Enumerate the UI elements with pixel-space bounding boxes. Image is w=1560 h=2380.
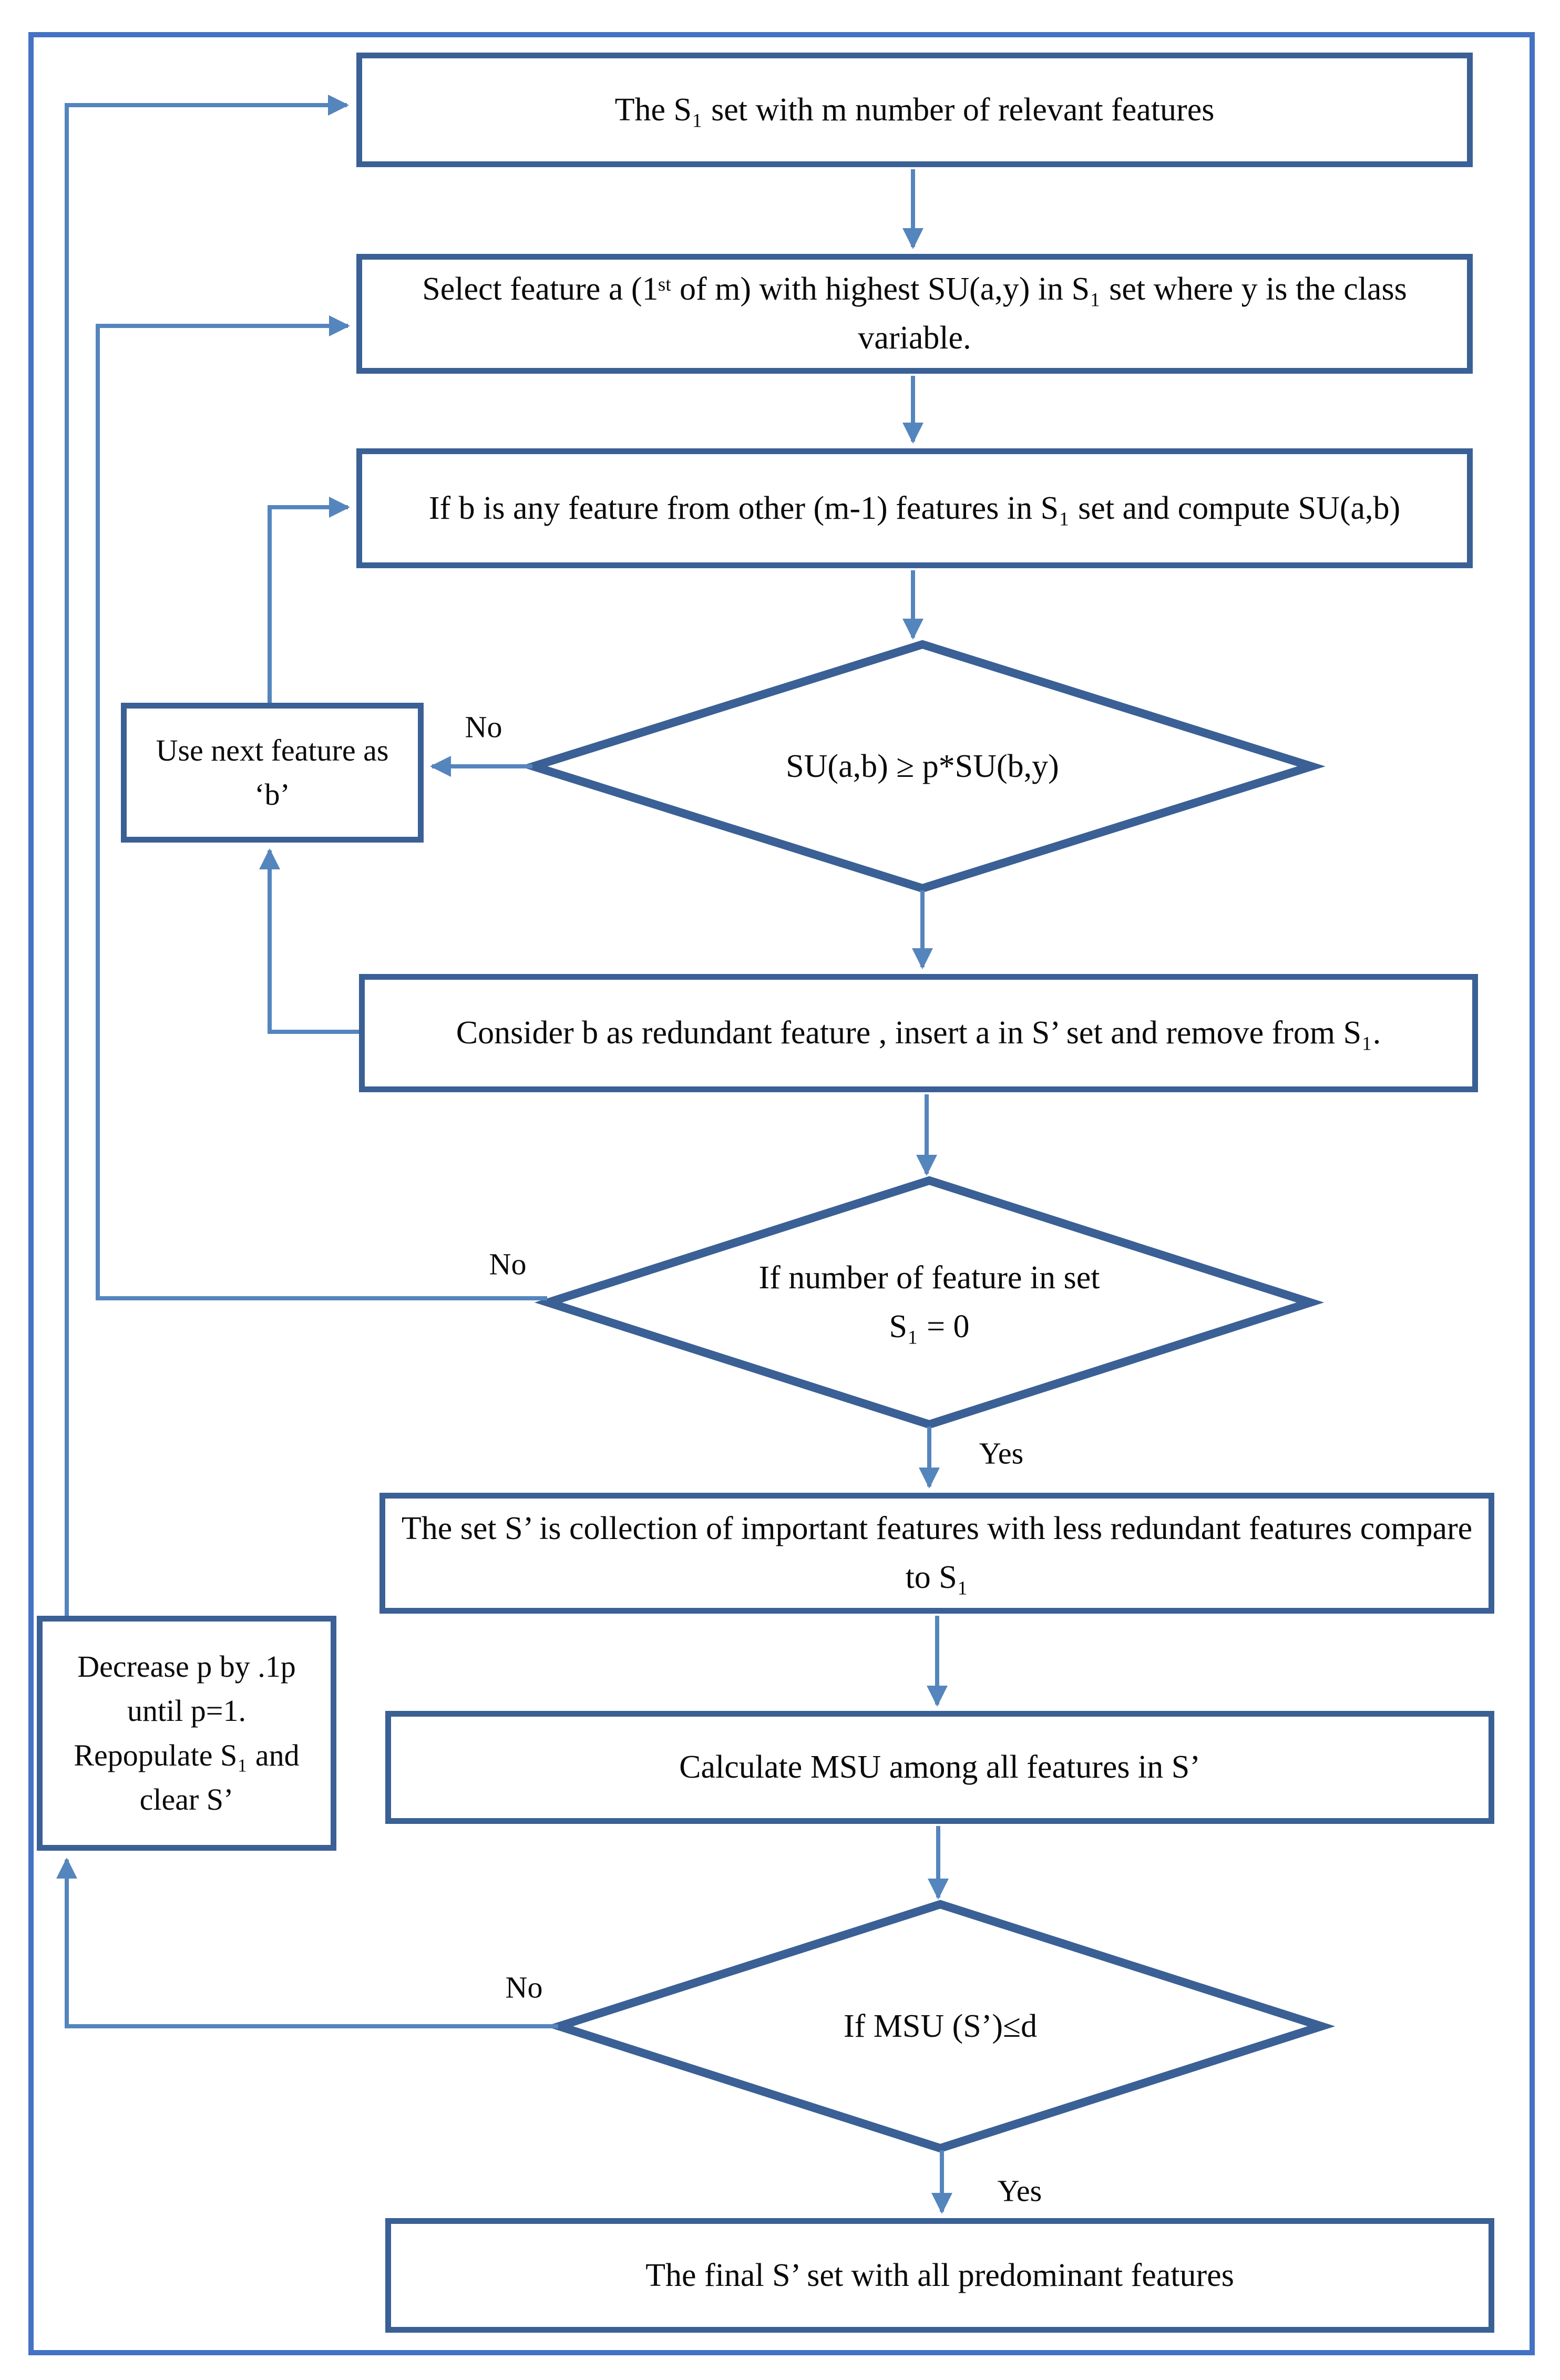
process-box-s1-set: The S₁ set with m number of relevant fea… <box>356 53 1473 167</box>
decision-diamond-feature-count <box>534 1176 1325 1429</box>
process-box-final-set: The final S’ set with all predominant fe… <box>385 2218 1494 2333</box>
decision-diamond-msu <box>545 1900 1336 2153</box>
edge-label-count-no: No <box>489 1247 527 1281</box>
edge-label-msu-yes: Yes <box>997 2173 1042 2208</box>
process-box-use-next-feature: Use next feature as ‘b’ <box>121 703 424 843</box>
process-box-sprime-summary: The set S’ is collection of important fe… <box>379 1493 1494 1614</box>
edge-label-msu-no: No <box>505 1970 543 2005</box>
process-box-calculate-msu: Calculate MSU among all features in S’ <box>385 1711 1494 1824</box>
flow-arrow-decrease-to-s1 <box>65 95 349 1616</box>
process-box-consider-redundant: Consider b as redundant feature , insert… <box>359 974 1478 1092</box>
edge-label-count-yes: Yes <box>979 1436 1024 1471</box>
process-box-decrease-p: Decrease p by .1p until p=1. Repopulate … <box>37 1616 336 1851</box>
decision-text-su-threshold: SU(a,b) ≥ p*SU(b,y) <box>786 748 1059 784</box>
flow-arrow-consider-to-use-next <box>259 848 359 1034</box>
outer-frame-border <box>28 32 1535 2355</box>
decision-text-msu: If MSU (S’)≤d <box>843 2008 1038 2044</box>
flow-arrow-count-no-to-select <box>96 315 547 1300</box>
decision-text-feature-count: If number of feature in set S₁ = 0 <box>758 1260 1100 1345</box>
edge-label-su-no: No <box>465 710 502 744</box>
decision-diamond-su-threshold <box>519 640 1326 893</box>
process-box-compute-su: If b is any feature from other (m-1) fea… <box>356 448 1473 568</box>
process-box-select-feature: Select feature a (1ˢᵗ of m) with highest… <box>356 254 1473 374</box>
flow-arrow-use-next-to-compute <box>268 497 350 703</box>
flow-arrow-msu-no-to-decrease <box>56 1858 558 2028</box>
